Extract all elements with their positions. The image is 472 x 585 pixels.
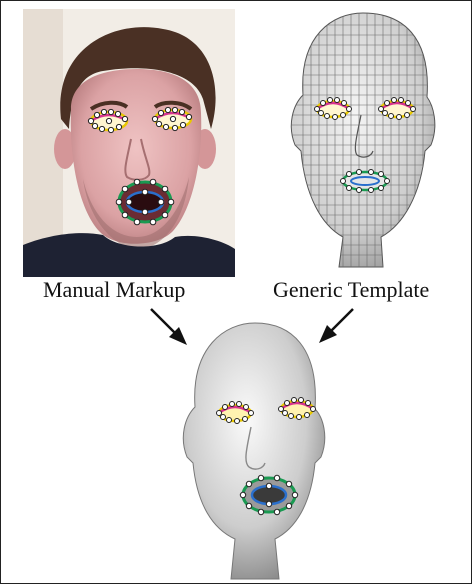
template-mouth-landmarks (341, 170, 390, 193)
mesh-head-illustration (263, 5, 463, 271)
manual-markup-label: Manual Markup (43, 277, 185, 303)
result-mouth-landmarks (240, 475, 297, 514)
mouth-landmarks (116, 179, 174, 225)
mesh-head-surface (291, 13, 435, 267)
manual-markup-photo (23, 9, 235, 277)
generic-template-label: Generic Template (273, 277, 429, 303)
fitted-result-head (169, 317, 341, 583)
result-head-surface (183, 323, 324, 579)
generic-template-mesh (263, 5, 463, 271)
result-head-illustration (169, 317, 341, 583)
photo-illustration (23, 9, 235, 277)
